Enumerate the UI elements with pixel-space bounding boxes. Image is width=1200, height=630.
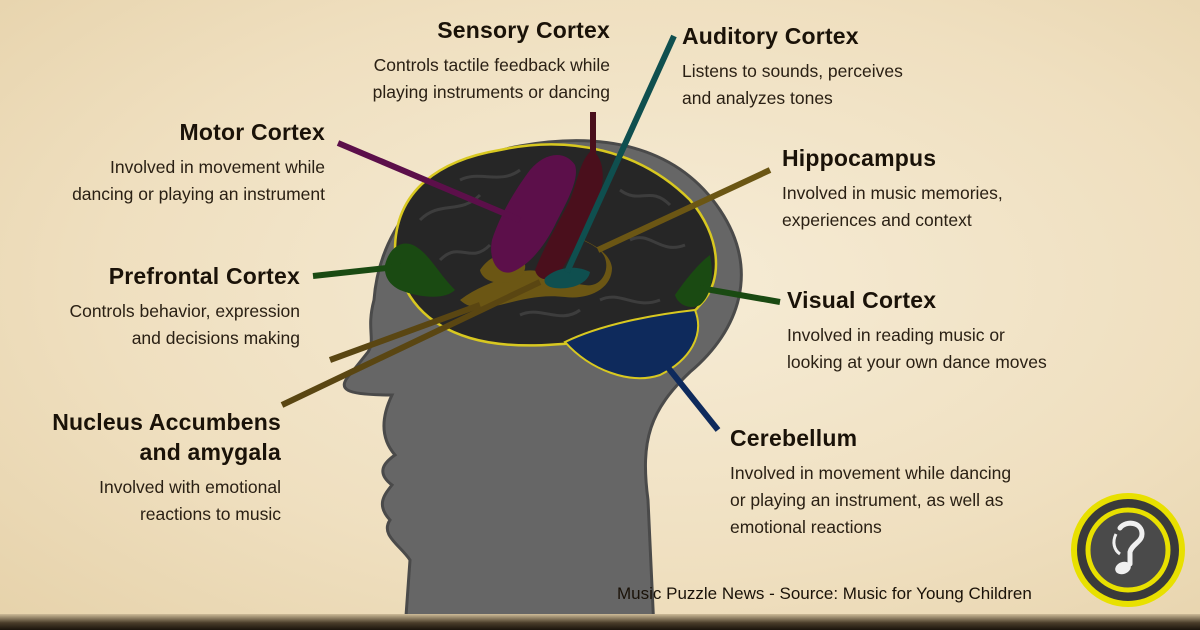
auditory-leader — [564, 34, 677, 274]
prefrontal-cortex-label: Prefrontal Cortex Controls behavior, exp… — [69, 262, 300, 352]
sensory-cortex-desc-1: Controls tactile feedback while — [373, 54, 610, 75]
cerebellum-desc-3: emotional reactions — [730, 517, 882, 538]
auditory-cortex-desc-1: Listens to sounds, perceives — [682, 60, 903, 81]
source-credit: Music Puzzle News - Source: Music for Yo… — [617, 584, 1032, 603]
nucleus-accumbens-title: Nucleus Accumbens and amygala — [52, 408, 281, 468]
auditory-cortex-desc-2: and analyzes tones — [682, 88, 833, 109]
motor-region — [491, 154, 576, 273]
music-note-question-icon — [1071, 493, 1185, 607]
hippocampus-label: Hippocampus Involved in music memories, … — [782, 144, 1003, 234]
nucleus-accumbens-desc-1: Involved with emotional — [99, 476, 281, 497]
hippocampus-leader — [596, 167, 772, 253]
visual-cortex-label: Visual Cortex Involved in reading music … — [787, 286, 1047, 376]
cerebellum-leader — [647, 343, 721, 432]
limbic-region — [460, 232, 612, 308]
motor-cortex-title: Motor Cortex — [179, 119, 325, 145]
prefrontal-cortex-desc-1: Controls behavior, expression — [69, 300, 300, 321]
sensory-cortex-label: Sensory Cortex Controls tactile feedback… — [373, 16, 610, 106]
prefrontal-leader — [312, 263, 406, 279]
visual-cortex-desc-2: looking at your own dance moves — [787, 352, 1047, 373]
visual-cortex-title: Visual Cortex — [787, 287, 937, 313]
visual-region — [675, 255, 712, 307]
sensory-cortex-desc-2: playing instruments or dancing — [372, 82, 610, 103]
nucleus-accumbens-title-line1: Nucleus Accumbens — [52, 409, 281, 435]
motor-leader — [336, 140, 522, 223]
nucleus-leader-2 — [328, 302, 482, 363]
nucleus-accumbens-label: Nucleus Accumbens and amygala Involved w… — [52, 408, 281, 528]
cerebellum-desc-1: Involved in movement while dancing — [730, 462, 1012, 483]
cerebellum-desc-2: or playing an instrument, as well as — [730, 490, 1004, 511]
auditory-cortex-title: Auditory Cortex — [682, 23, 859, 49]
motor-cortex-desc-1: Involved in movement while — [110, 156, 325, 177]
hippocampus-desc-2: experiences and context — [782, 210, 972, 231]
auditory-cortex-label: Auditory Cortex Listens to sounds, perce… — [682, 22, 903, 112]
motor-cortex-label: Motor Cortex Involved in movement while … — [72, 118, 325, 208]
nucleus-accumbens-title-line2: and amygala — [139, 438, 281, 465]
cerebellum-title: Cerebellum — [730, 425, 858, 451]
visual-leader — [699, 285, 781, 305]
nucleus-accumbens-desc-2: reactions to music — [139, 503, 281, 524]
hippocampus-desc-1: Involved in music memories, — [782, 182, 1003, 203]
cerebellum-label: Cerebellum Involved in movement while da… — [730, 424, 1011, 541]
nucleus-leader — [280, 279, 542, 408]
leader-lines — [280, 34, 781, 432]
bottom-bar — [0, 614, 1200, 630]
prefrontal-cortex-title: Prefrontal Cortex — [108, 263, 300, 289]
motor-cortex-desc-2: dancing or playing an instrument — [72, 184, 325, 205]
auditory-region — [544, 267, 590, 289]
sensory-region — [535, 150, 603, 280]
prefrontal-cortex-desc-2: and decisions making — [131, 328, 300, 349]
prefrontal-region — [384, 243, 455, 297]
visual-cortex-desc-1: Involved in reading music or — [787, 324, 1005, 345]
hippocampus-title: Hippocampus — [782, 145, 937, 171]
sensory-cortex-title: Sensory Cortex — [437, 17, 610, 43]
